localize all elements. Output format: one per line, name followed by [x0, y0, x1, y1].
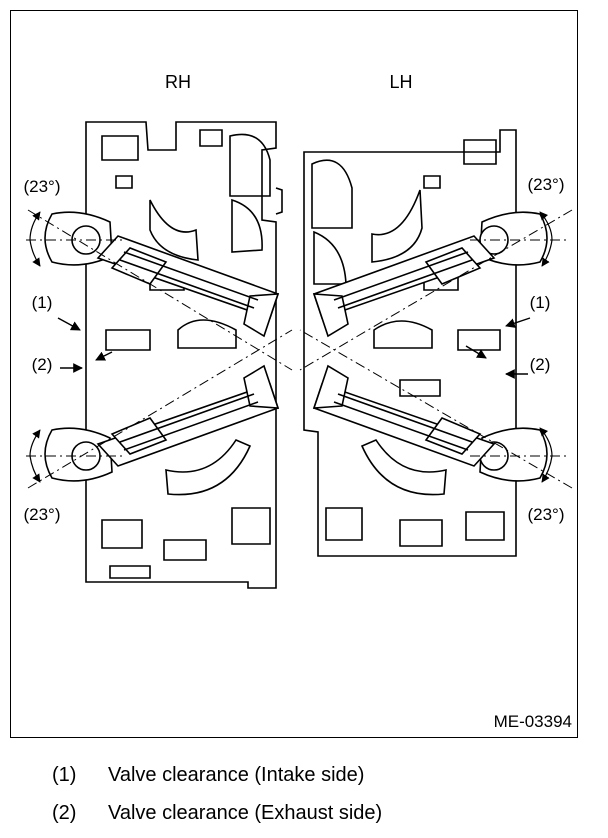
legend-text: Valve clearance (Exhaust side) — [108, 802, 383, 824]
valve-axis-lines — [26, 209, 573, 489]
rh-intake-valve — [96, 235, 280, 338]
lh-intake-valve — [312, 235, 496, 338]
figure-code: ME-03394 — [493, 712, 572, 731]
legend-item-1: (1) Valve clearance (Intake side) — [52, 764, 364, 787]
callout-2-lh: (2) — [530, 355, 551, 374]
legend-number: (1) — [52, 764, 77, 786]
callout-1-lh: (1) — [530, 293, 551, 312]
angle-label-rh-lower: (23°) — [23, 505, 60, 524]
callout-1-rh: (1) — [32, 293, 53, 312]
callout-2-rh: (2) — [32, 355, 53, 374]
rh-side-label: RH — [165, 72, 191, 92]
rh-exhaust-valve — [96, 364, 280, 467]
clearance-arrows — [57, 317, 531, 379]
angle-label-rh-upper: (23°) — [23, 177, 60, 196]
angle-label-lh-lower: (23°) — [527, 505, 564, 524]
figure-frame — [10, 10, 578, 738]
angle-arcs — [29, 211, 553, 483]
lh-side-label: LH — [389, 72, 412, 92]
legend-text: Valve clearance (Intake side) — [108, 764, 365, 786]
rh-lower-cam-lobe — [44, 427, 113, 482]
legend-number: (2) — [52, 802, 77, 824]
lh-exhaust-valve — [312, 364, 496, 467]
legend-item-2: (2) Valve clearance (Exhaust side) — [52, 802, 382, 825]
lh-cylinder-head — [303, 129, 517, 557]
rh-cylinder-head — [85, 121, 283, 589]
cylinder-head-diagram: RH LH (23°) (23°) (23°) (23°) (1) (2) (1… — [23, 72, 573, 589]
angle-label-lh-upper: (23°) — [527, 175, 564, 194]
